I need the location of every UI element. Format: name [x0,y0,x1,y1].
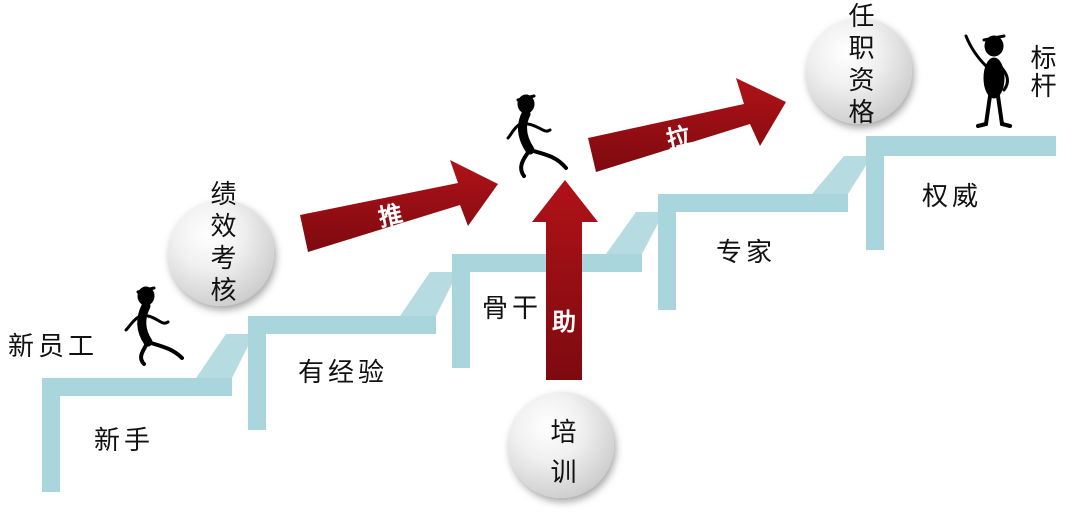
stair-step-expert [658,194,848,310]
figure-new-employee [124,286,184,366]
pull-arrow [588,78,786,172]
figure-benchmark [964,34,1012,128]
step-label-expert: 专家 [716,238,777,268]
circle-qualification [806,18,912,124]
circle-performance [168,200,274,306]
step-label-experienced: 有经验 [298,358,389,388]
circle-training-label: 培训 [546,418,576,498]
push-arrow [300,160,498,252]
step-label-newbie: 新手 [94,426,155,456]
figure-runner-middle [506,94,568,178]
help-arrow [532,180,598,380]
arrows [300,78,786,380]
step-label-authority: 权威 [922,182,983,212]
label-benchmark: 标杆 [1026,44,1056,100]
stair-step-experienced [248,316,436,430]
stair-steps [42,136,1056,492]
step-label-backbone: 骨干 [482,294,543,324]
label-new-employee: 新员工 [8,332,99,362]
circle-qualification-label: 任职资格 [844,2,874,130]
help-arrow-label: 助 [552,307,576,336]
circle-training [508,392,614,498]
circle-performance-label: 绩效考核 [206,180,236,308]
stair-step-backbone [452,254,642,368]
stair-step-newbie [42,378,232,492]
stair-step-authority [866,136,1056,250]
